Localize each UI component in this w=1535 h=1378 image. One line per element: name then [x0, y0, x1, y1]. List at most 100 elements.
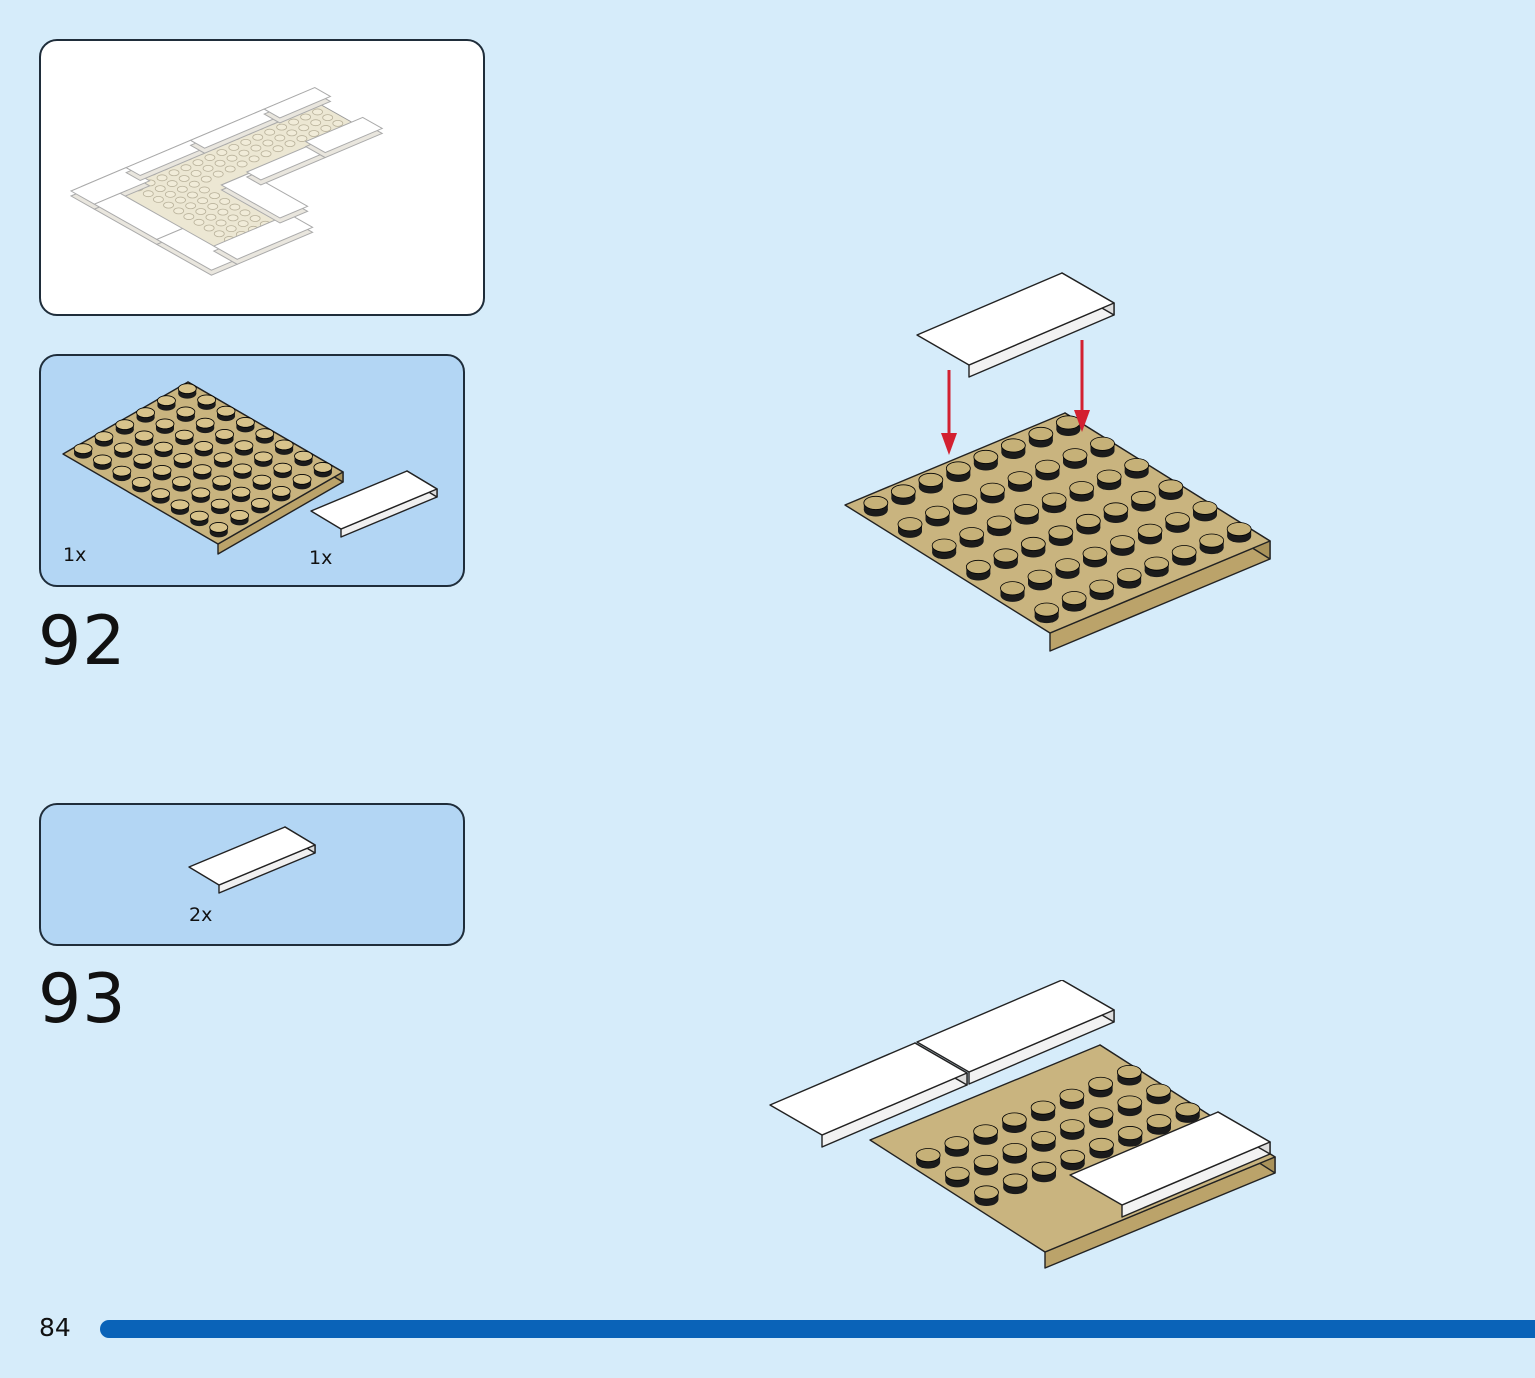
- plate-stud: [1175, 1102, 1201, 1123]
- overview-stud: [214, 159, 226, 167]
- plate-stud: [980, 482, 1005, 504]
- overview-stud: [166, 180, 178, 187]
- plate-stud: [170, 499, 190, 515]
- previous-build-overview: [39, 39, 485, 316]
- plate-stud: [1035, 459, 1060, 481]
- plate-stud: [965, 559, 991, 581]
- overview-stud: [200, 175, 212, 183]
- plate-stud: [235, 417, 255, 433]
- plate-stud: [1027, 569, 1053, 591]
- plate-stud: [136, 407, 156, 423]
- step-number-92: 92: [38, 602, 127, 681]
- overview-stud: [216, 149, 228, 156]
- overview-stud: [176, 185, 188, 193]
- plate-stud: [192, 464, 212, 480]
- plate-stud: [1002, 1142, 1028, 1164]
- overview-stud: [192, 159, 204, 167]
- plate-stud: [73, 443, 93, 459]
- overview-tile: [263, 87, 332, 119]
- plate-stud: [1034, 602, 1060, 624]
- plate-stud: [1192, 500, 1218, 522]
- plate-stud: [1069, 481, 1095, 502]
- overview-stud: [296, 135, 308, 142]
- plate-stud: [945, 461, 971, 483]
- overview-stud: [185, 202, 197, 210]
- overview-stud: [219, 197, 231, 205]
- overview-stud: [312, 108, 323, 116]
- plate-stud: [925, 505, 950, 527]
- overview-stud: [300, 113, 311, 121]
- plate-stud: [134, 430, 154, 446]
- plate-stud: [1158, 479, 1184, 501]
- plate-stud: [252, 474, 272, 491]
- overview-stud: [226, 154, 238, 162]
- plate-stud: [1060, 1149, 1086, 1171]
- white-tile-top: [769, 1042, 968, 1136]
- overview-stud: [238, 149, 250, 157]
- plate-stud: [273, 462, 293, 479]
- step-92-assembly-illustration: [844, 272, 1271, 652]
- plate-stud: [271, 486, 291, 502]
- overview-stud: [202, 164, 214, 172]
- overview-stud: [195, 208, 207, 215]
- plate-stud: [1144, 556, 1170, 578]
- step-93-parts-list: 2x: [39, 803, 465, 946]
- overview-stud: [284, 140, 296, 148]
- plate-stud: [1089, 579, 1115, 601]
- plate-stud: [1059, 1088, 1085, 1110]
- overview-stud: [272, 145, 284, 153]
- page-number: 84: [39, 1313, 71, 1342]
- plate-stud: [890, 484, 916, 506]
- plate-stud: [1116, 1064, 1142, 1086]
- plate-stud: [172, 476, 191, 492]
- plate-stud: [250, 498, 270, 514]
- overview-stud: [298, 124, 310, 132]
- overview-stud: [225, 225, 237, 233]
- plate-stud: [1031, 1161, 1057, 1183]
- plate-stud: [973, 1124, 999, 1145]
- part-qty-tan-plate: 1x: [63, 544, 87, 566]
- overview-stud: [204, 154, 216, 161]
- overview-tile: [220, 172, 309, 219]
- overview-stud: [193, 218, 205, 226]
- plate-stud: [113, 442, 133, 458]
- plate-stud: [1059, 1119, 1085, 1140]
- plate-stud: [112, 465, 132, 482]
- plate-stud: [115, 419, 135, 435]
- plate-stud: [918, 472, 944, 494]
- overview-stud: [199, 186, 210, 194]
- overview-stud: [237, 220, 249, 227]
- overview-stud: [288, 118, 300, 126]
- plate-stud: [959, 527, 985, 548]
- plate-stud: [1090, 436, 1115, 458]
- white-tile-top: [916, 980, 1115, 1073]
- plate-stud: [1165, 512, 1190, 533]
- plate-stud: [931, 538, 957, 560]
- plate-stud: [1199, 533, 1225, 555]
- plate-stud: [1088, 1107, 1114, 1128]
- plate-stud: [1030, 1100, 1056, 1122]
- plate-stud: [1020, 536, 1046, 558]
- plate-stud: [216, 405, 236, 422]
- overview-stud: [212, 170, 224, 178]
- plate-stud: [952, 494, 978, 515]
- overview-stud: [239, 209, 251, 217]
- plate-stud: [1014, 504, 1040, 525]
- plate-stud: [1002, 1173, 1028, 1195]
- plate-stud: [212, 475, 232, 491]
- plate-stud: [189, 510, 209, 527]
- overview-stud: [227, 214, 239, 222]
- plate-stud: [1028, 426, 1054, 448]
- overview-tile: [304, 116, 384, 154]
- page-progress-bar: [100, 1320, 1535, 1338]
- overview-stud: [207, 203, 219, 210]
- overview-stud: [320, 125, 332, 132]
- plate-stud: [215, 429, 234, 445]
- overview-stud: [154, 185, 166, 193]
- overview-stud: [217, 208, 229, 216]
- overview-stud: [153, 196, 164, 203]
- plate-stud: [1041, 492, 1067, 514]
- plate-stud: [154, 441, 173, 458]
- plate-stud: [131, 477, 151, 493]
- plate-stud: [1226, 522, 1252, 543]
